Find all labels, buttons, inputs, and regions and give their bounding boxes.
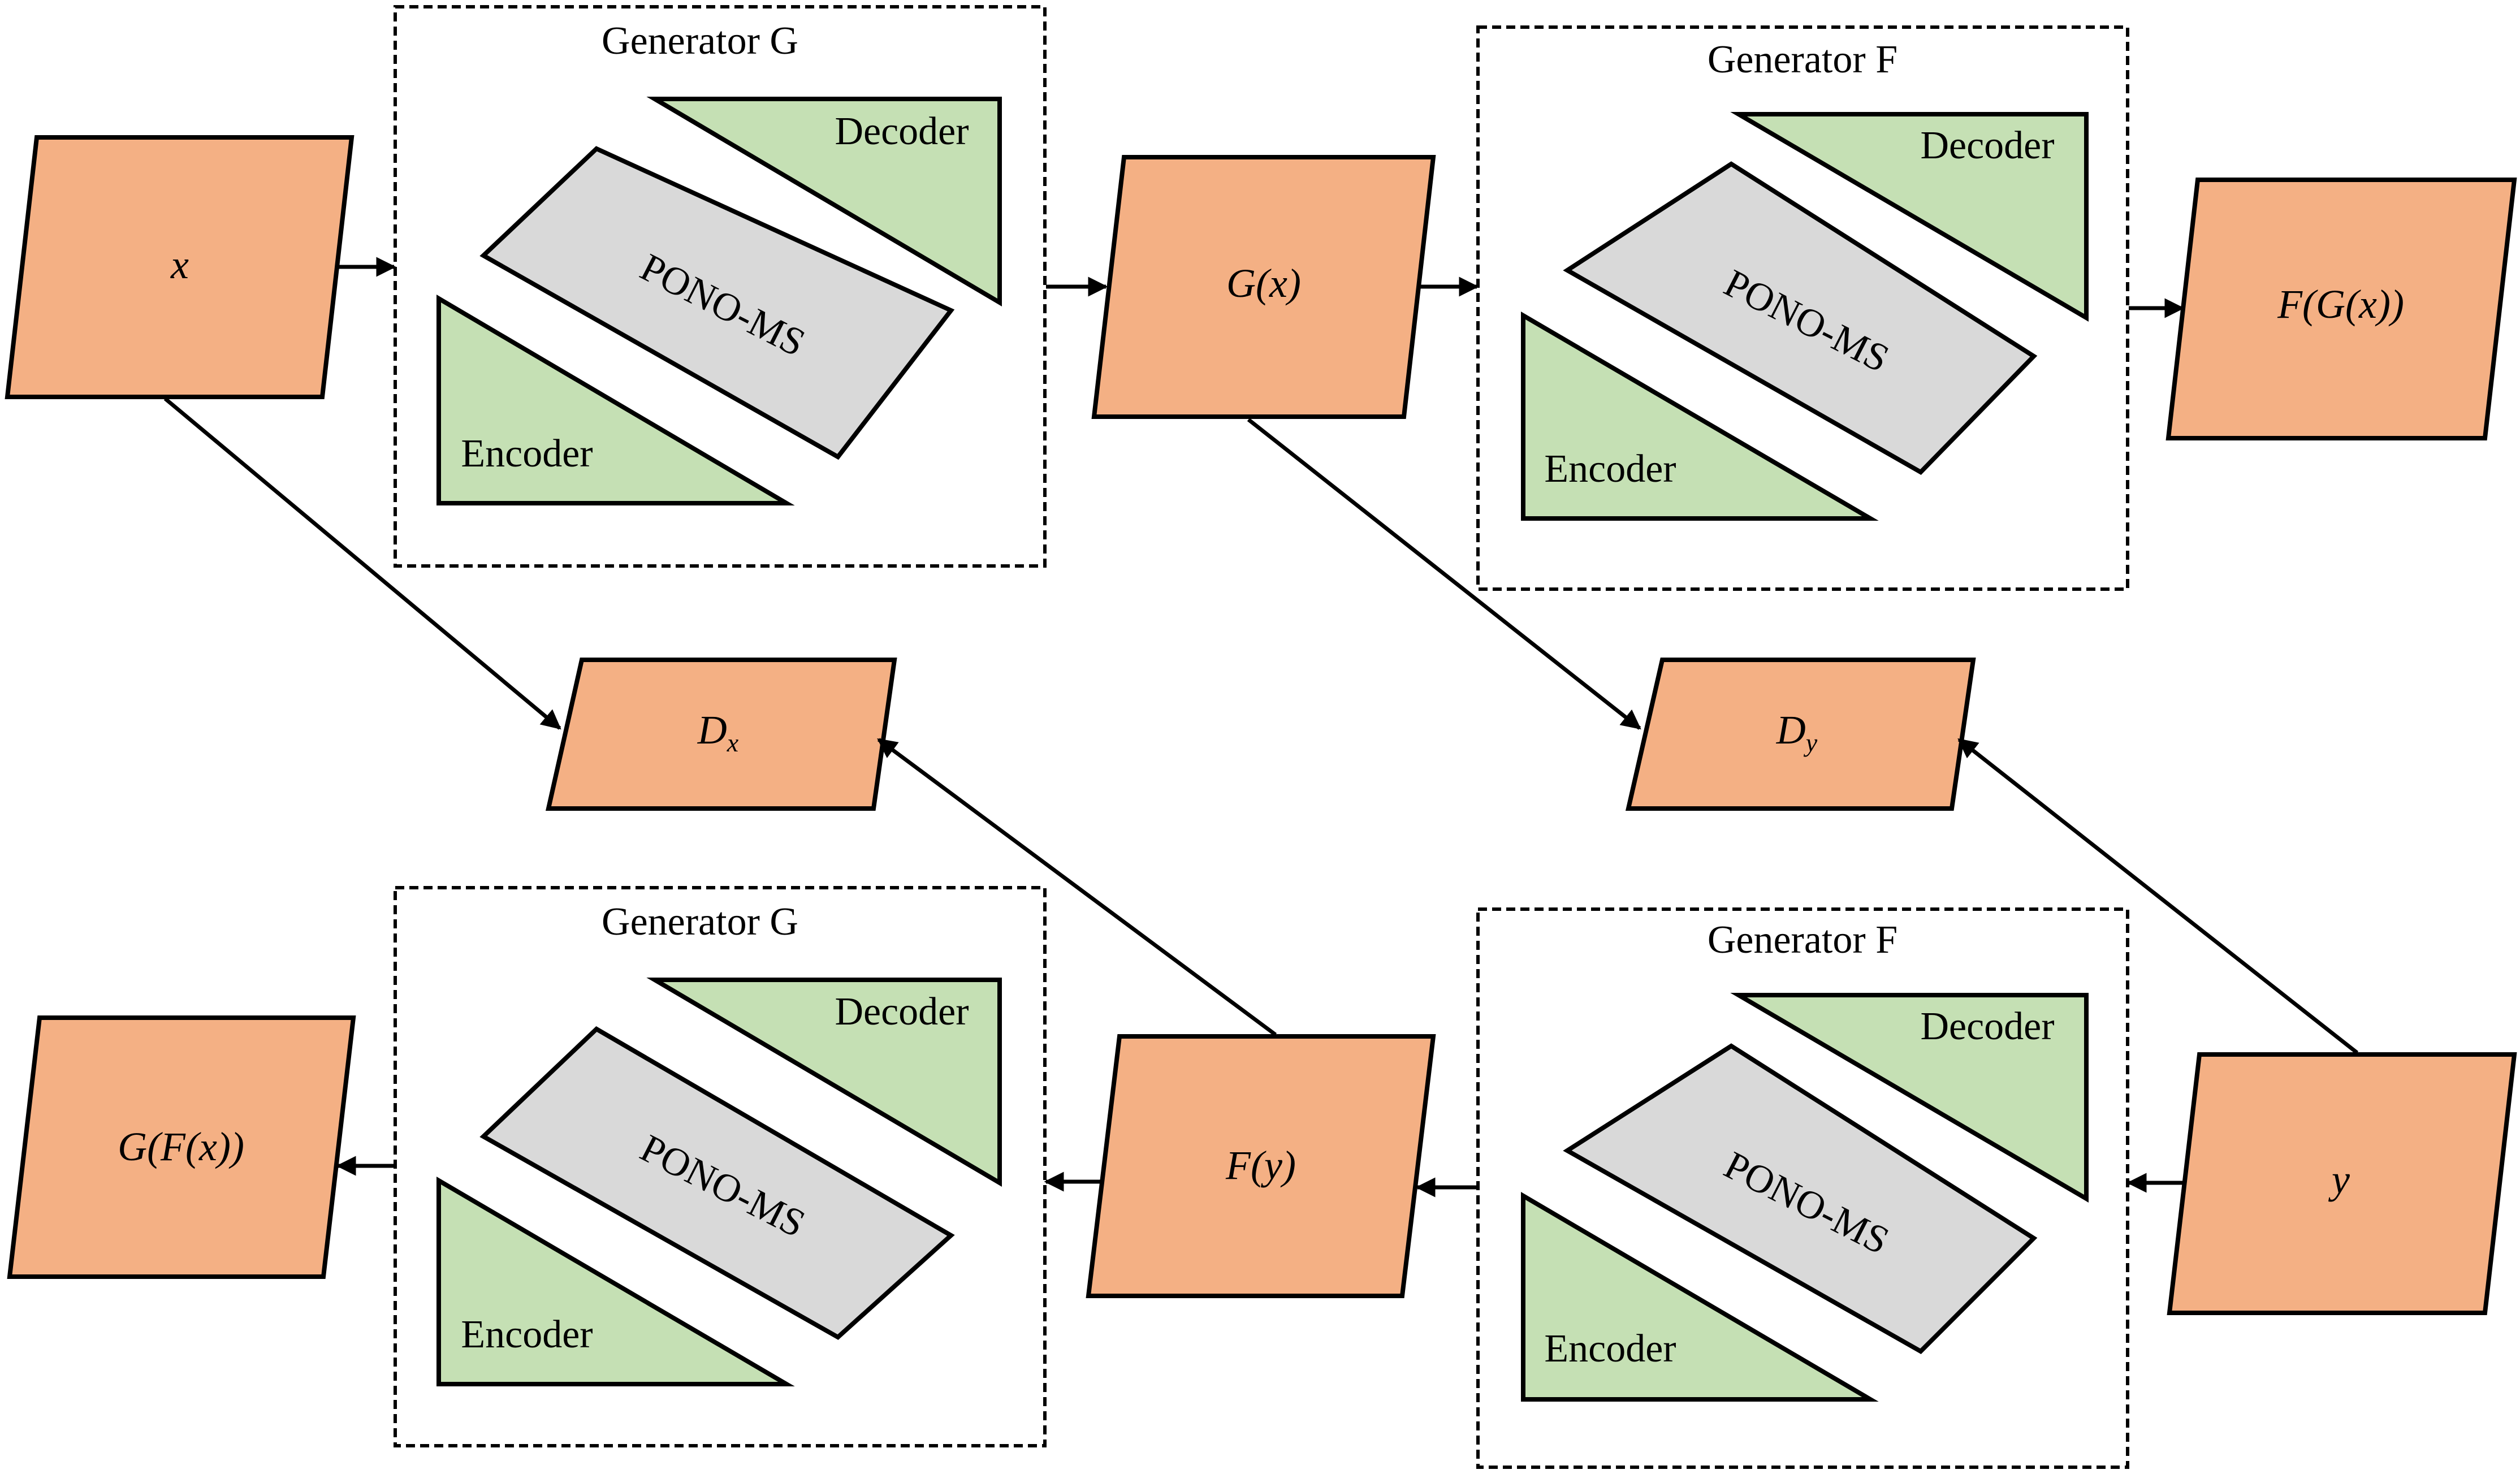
node-dx-base: D bbox=[697, 707, 727, 753]
decoder-label: Decoder bbox=[835, 110, 969, 153]
node-dy-sub: y bbox=[1804, 728, 1818, 757]
pono-ms-block bbox=[1563, 1043, 2038, 1354]
encoder-block bbox=[436, 1177, 795, 1386]
node-x: x bbox=[5, 135, 355, 399]
encoder-label: Encoder bbox=[1544, 1327, 1676, 1371]
arrow-g-of-x-to-dy bbox=[1247, 418, 1641, 730]
node-dx-label: Dx bbox=[697, 707, 739, 757]
generator-f-bottom: Generator F Decoder PONO-MS Encoder bbox=[1476, 907, 2129, 1469]
generator-box bbox=[394, 886, 1047, 1447]
pono-ms-block bbox=[479, 146, 955, 460]
generator-title: Generator F bbox=[1708, 918, 1897, 962]
decoder-block bbox=[1730, 993, 2089, 1203]
decoder-label: Decoder bbox=[835, 990, 969, 1034]
arrow-y-to-dy bbox=[1957, 738, 2359, 1054]
generator-f-top: Generator F Decoder PONO-MS Encoder bbox=[1476, 25, 2129, 591]
encoder-block bbox=[1521, 1192, 1879, 1402]
arrow-x-to-dx bbox=[163, 397, 561, 730]
node-dy-label: Dy bbox=[1776, 707, 1818, 757]
generator-title: Generator G bbox=[602, 19, 798, 63]
generator-title: Generator G bbox=[602, 900, 798, 944]
node-dx-sub: x bbox=[727, 728, 739, 757]
node-dy: Dy bbox=[1625, 658, 1976, 811]
decoder-block bbox=[1730, 112, 2089, 322]
encoder-label: Encoder bbox=[1544, 447, 1676, 491]
node-f-of-g-of-x: F(G(x)) bbox=[2165, 178, 2517, 440]
generator-box bbox=[394, 5, 1047, 568]
node-y-label: y bbox=[2328, 1157, 2350, 1202]
generator-g-top: Generator G Decoder PONO-MS Encoder bbox=[394, 5, 1047, 568]
node-f-of-y-label: F(y) bbox=[1225, 1143, 1296, 1188]
encoder-label: Encoder bbox=[461, 432, 593, 476]
encoder-label: Encoder bbox=[461, 1313, 593, 1356]
node-dx: Dx bbox=[546, 658, 897, 811]
decoder-block bbox=[646, 978, 1002, 1187]
generator-box bbox=[1476, 25, 2129, 591]
node-g-of-x: G(x) bbox=[1091, 155, 1436, 419]
generator-box bbox=[1476, 907, 2129, 1469]
decoder-label: Decoder bbox=[1920, 1005, 2054, 1048]
node-f-of-g-of-x-label: F(G(x)) bbox=[2277, 282, 2404, 327]
node-dy-base: D bbox=[1776, 707, 1806, 753]
node-g-of-x-label: G(x) bbox=[1226, 261, 1301, 306]
arrow-f-of-y-to-dx bbox=[877, 738, 1277, 1036]
node-x-label: x bbox=[170, 242, 189, 287]
encoder-block bbox=[1521, 312, 1879, 521]
pono-ms-block bbox=[1563, 161, 2038, 476]
encoder-block bbox=[436, 295, 795, 505]
decoder-label: Decoder bbox=[1920, 124, 2054, 167]
node-y: y bbox=[2167, 1052, 2517, 1315]
node-g-of-f-of-x-label: G(F(x)) bbox=[118, 1124, 244, 1169]
decoder-block bbox=[646, 97, 1002, 307]
node-g-of-f-of-x: G(F(x)) bbox=[7, 1015, 356, 1279]
generator-title: Generator F bbox=[1708, 38, 1897, 81]
generator-g-bottom: Generator G Decoder PONO-MS Encoder bbox=[394, 886, 1047, 1447]
node-f-of-y: F(y) bbox=[1086, 1034, 1436, 1298]
pono-ms-block bbox=[479, 1026, 955, 1340]
